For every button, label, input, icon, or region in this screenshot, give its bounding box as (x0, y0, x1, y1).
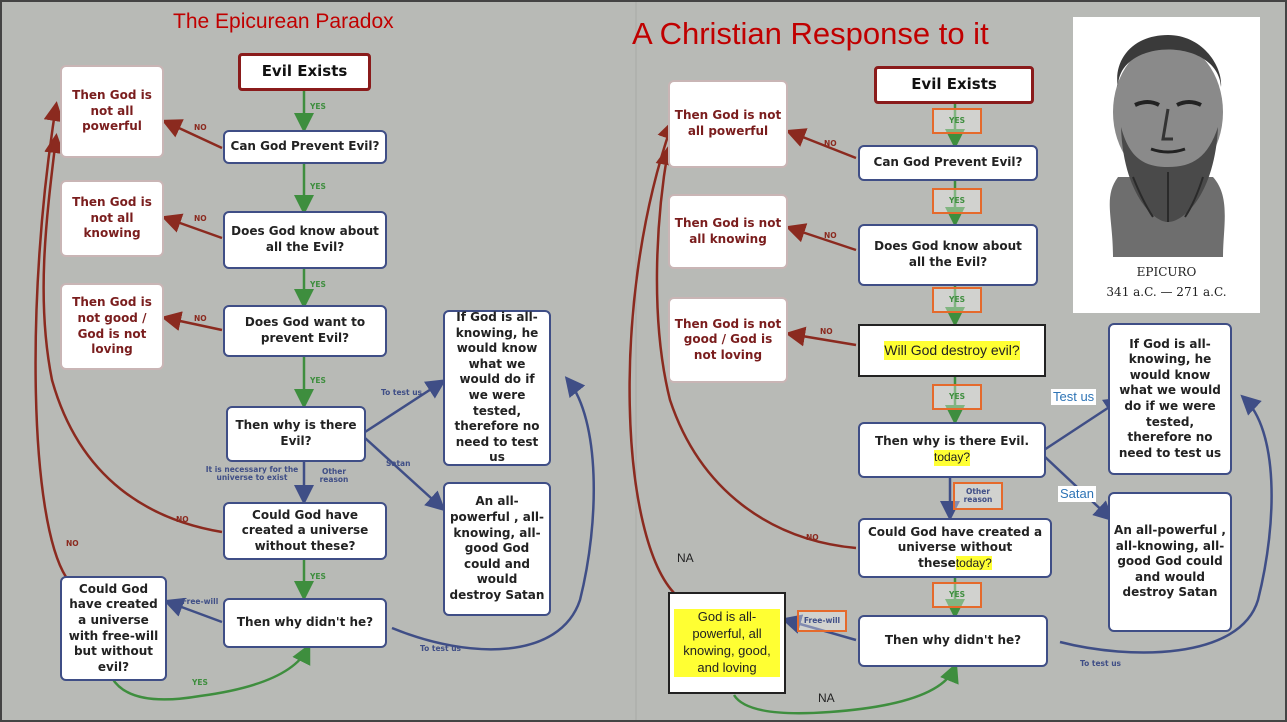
right-yes-box-1: YES (932, 108, 982, 134)
right-test-us-label: Test us (1051, 389, 1097, 406)
right-question-why-evil-line1: Then why is there Evil. (874, 434, 1030, 449)
left-not-knowing: Then God is not all knowing (60, 180, 164, 257)
right-title: A Christian Response to it (632, 16, 989, 51)
left-question-why-evil: Then why is there Evil? (226, 406, 366, 462)
right-god-box-text: God is all-powerful, all knowing, good, … (674, 609, 780, 677)
right-question-universe-line1: Could God have created a universe withou… (867, 524, 1043, 555)
right-na-label-left: NA (677, 551, 694, 565)
right-no-label-1: NO (824, 139, 837, 148)
left-other-reason-label: Other reason (319, 467, 349, 485)
right-not-knowing: Then God is not all knowing (668, 194, 788, 269)
left-yes-label-1: YES (310, 102, 326, 111)
portrait-name: EPICURO (1136, 265, 1197, 279)
left-no-label-1: NO (194, 123, 207, 132)
left-yes-label-3: YES (310, 280, 326, 289)
right-test-box: If God is all-knowing, he would know wha… (1108, 323, 1232, 475)
right-no-label-4: NO (806, 533, 819, 542)
left-yes-arrows (110, 90, 314, 701)
right-na-label-bottom: NA (818, 691, 835, 705)
left-no-label-2: NO (194, 214, 207, 223)
epicurus-portrait: EPICURO 341 a.C. — 271 a.C. (1073, 17, 1260, 313)
right-satan-label: Satan (1058, 486, 1096, 503)
left-yes-label-2: YES (310, 182, 326, 191)
left-yes-label-4: YES (310, 376, 326, 385)
left-satan-box: An all-powerful , all-knowing, all-good … (443, 482, 551, 616)
right-question-why-evil: Then why is there Evil. today? (858, 422, 1046, 478)
left-no-arrows (34, 101, 223, 578)
right-question-why-evil-today: today? (933, 450, 971, 466)
left-no-label-5: NO (66, 539, 79, 548)
right-yes-box-2: YES (932, 188, 982, 214)
right-question-why-not: Then why didn't he? (858, 615, 1048, 667)
left-freewill-question: Could God have created a universe with f… (60, 576, 167, 681)
right-question-destroy-text: Will God destroy evil? (884, 341, 1020, 360)
left-question-universe: Could God have created a universe withou… (223, 502, 387, 560)
right-yes-box-3: YES (932, 287, 982, 313)
right-question-prevent: Can God Prevent Evil? (858, 145, 1038, 181)
right-god-box: God is all-powerful, all knowing, good, … (668, 592, 786, 694)
right-freewill-box: Free-will (797, 610, 847, 632)
left-question-know: Does God know about all the Evil? (223, 211, 387, 269)
left-question-want: Does God want to prevent Evil? (223, 305, 387, 357)
right-to-test-bottom-label: To test us (1080, 659, 1122, 668)
left-test-box: If God is all-knowing, he would know wha… (443, 310, 551, 466)
right-not-good: Then God is not good / God is not loving (668, 297, 788, 383)
portrait-dates: 341 a.C. — 271 a.C. (1106, 285, 1227, 299)
right-no-arrows (628, 119, 857, 596)
left-no-label-3: NO (194, 314, 207, 323)
left-start-evil-exists: Evil Exists (238, 53, 371, 91)
left-question-why-not: Then why didn't he? (223, 598, 387, 648)
right-start-evil-exists: Evil Exists (874, 66, 1034, 104)
right-question-know: Does God know about all the Evil? (858, 224, 1038, 286)
left-necessary-label: It is necessary for the universe to exis… (205, 465, 299, 483)
right-yes-box-4: YES (932, 384, 982, 410)
left-freewill-label: Free-will (182, 597, 219, 606)
right-question-universe: Could God have created a universe withou… (858, 518, 1052, 578)
right-yes-box-5: YES (932, 582, 982, 608)
right-no-label-3: NO (820, 327, 833, 336)
right-other-reason-box: Other reason (953, 482, 1003, 510)
left-yes-label-5: YES (310, 572, 326, 581)
left-no-label-4: NO (176, 515, 189, 524)
right-question-destroy: Will God destroy evil? (858, 324, 1046, 377)
right-satan-box: An all-powerful , all-knowing, all-good … (1108, 492, 1232, 632)
left-to-test-bottom-label: To test us (420, 644, 462, 653)
left-navy-arrows (163, 376, 596, 651)
left-title: The Epicurean Paradox (173, 10, 394, 33)
right-question-universe-these: these (918, 555, 956, 570)
left-to-test-label: To test us (381, 388, 423, 397)
left-yes-label-6: YES (192, 678, 208, 687)
left-not-powerful: Then God is not all powerful (60, 65, 164, 158)
right-question-universe-today: today? (955, 555, 992, 570)
left-question-prevent: Can God Prevent Evil? (223, 130, 387, 164)
left-satan-label: Satan (386, 459, 411, 468)
right-not-powerful: Then God is not all powerful (668, 80, 788, 168)
right-no-label-2: NO (824, 231, 837, 240)
bust-portrait-icon (1073, 17, 1260, 257)
left-not-good: Then God is not good / God is not loving (60, 283, 164, 370)
